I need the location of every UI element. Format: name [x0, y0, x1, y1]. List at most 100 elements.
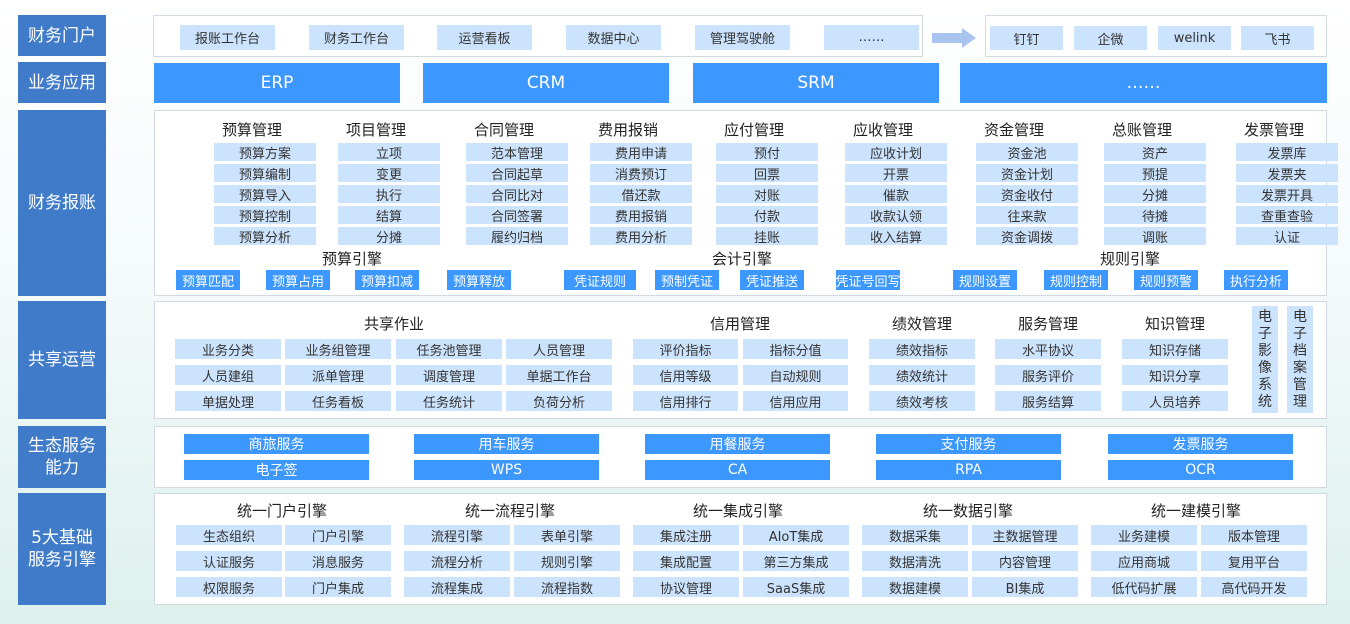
group-item[interactable]: 调度管理 — [396, 365, 502, 385]
group-item[interactable]: 绩效指标 — [869, 339, 975, 359]
module-item[interactable]: 预付 — [716, 143, 818, 162]
engine-item[interactable]: 执行分析 — [1224, 270, 1288, 290]
channel-item[interactable]: 钉钉 — [990, 26, 1063, 50]
app-2[interactable]: SRM — [693, 63, 939, 103]
eco-item[interactable]: OCR — [1108, 460, 1293, 480]
module-item[interactable]: 费用分析 — [590, 227, 692, 246]
group-item[interactable]: 负荷分析 — [506, 391, 612, 411]
engine-item[interactable]: 数据采集 — [862, 525, 968, 545]
engine-item[interactable]: AIoT集成 — [743, 525, 849, 545]
portal-item[interactable]: 数据中心 — [566, 25, 661, 50]
group-item[interactable]: 自动规则 — [743, 365, 848, 385]
module-item[interactable]: 分摊 — [338, 227, 440, 246]
engine-item[interactable]: 预算占用 — [266, 270, 330, 290]
group-item[interactable]: 人员建组 — [175, 365, 281, 385]
engine-item[interactable]: 集成注册 — [633, 525, 739, 545]
module-item[interactable]: 发票夹 — [1236, 164, 1338, 183]
module-item[interactable]: 分摊 — [1104, 185, 1206, 204]
module-item[interactable]: 对账 — [716, 185, 818, 204]
module-item[interactable]: 费用申请 — [590, 143, 692, 162]
module-item[interactable]: 待摊 — [1104, 206, 1206, 225]
module-item[interactable]: 结算 — [338, 206, 440, 225]
engine-item[interactable]: 权限服务 — [176, 577, 282, 597]
group-item[interactable]: 评价指标 — [633, 339, 738, 359]
group-item[interactable]: 绩效统计 — [869, 365, 975, 385]
module-item[interactable]: 合同比对 — [466, 185, 568, 204]
engine-item[interactable]: SaaS集成 — [743, 577, 849, 597]
engine-item[interactable]: 高代码开发 — [1201, 577, 1307, 597]
module-item[interactable]: 挂账 — [716, 227, 818, 246]
module-item[interactable]: 收入结算 — [845, 227, 947, 246]
group-item[interactable]: 信用排行 — [633, 391, 738, 411]
engine-item[interactable]: 规则引擎 — [514, 551, 620, 571]
engine-item[interactable]: 凭证号回写 — [836, 270, 901, 290]
portal-item[interactable]: …… — [824, 25, 919, 50]
engine-item[interactable]: BI集成 — [972, 577, 1078, 597]
engine-item[interactable]: 流程集成 — [404, 577, 510, 597]
group-item[interactable]: 知识存储 — [1122, 339, 1228, 359]
module-item[interactable]: 查重查验 — [1236, 206, 1338, 225]
module-item[interactable]: 借还款 — [590, 185, 692, 204]
engine-item[interactable]: 流程指数 — [514, 577, 620, 597]
engine-item[interactable]: 第三方集成 — [743, 551, 849, 571]
module-item[interactable]: 资产 — [1104, 143, 1206, 162]
engine-item[interactable]: 门户集成 — [285, 577, 391, 597]
module-item[interactable]: 范本管理 — [466, 143, 568, 162]
eco-item[interactable]: 支付服务 — [876, 434, 1061, 454]
eco-item[interactable]: 发票服务 — [1108, 434, 1293, 454]
group-item[interactable]: 信用等级 — [633, 365, 738, 385]
group-item[interactable]: 人员管理 — [506, 339, 612, 359]
module-item[interactable]: 执行 — [338, 185, 440, 204]
group-item[interactable]: 派单管理 — [285, 365, 391, 385]
engine-item[interactable]: 流程引擎 — [404, 525, 510, 545]
portal-item[interactable]: 管理驾驶舱 — [695, 25, 790, 50]
engine-item[interactable]: 流程分析 — [404, 551, 510, 571]
module-item[interactable]: 往来款 — [976, 206, 1078, 225]
app-0[interactable]: ERP — [154, 63, 400, 103]
module-item[interactable]: 付款 — [716, 206, 818, 225]
group-item[interactable]: 指标分值 — [743, 339, 848, 359]
engine-item[interactable]: 预算匹配 — [176, 270, 240, 290]
engine-item[interactable]: 预算扣减 — [355, 270, 419, 290]
group-item[interactable]: 服务评价 — [995, 365, 1101, 385]
group-item[interactable]: 信用应用 — [743, 391, 848, 411]
module-item[interactable]: 预算控制 — [214, 206, 316, 225]
app-1[interactable]: CRM — [423, 63, 669, 103]
module-item[interactable]: 履约归档 — [466, 227, 568, 246]
module-item[interactable]: 资金收付 — [976, 185, 1078, 204]
engine-item[interactable]: 规则控制 — [1044, 270, 1108, 290]
group-item[interactable]: 单据工作台 — [506, 365, 612, 385]
eco-item[interactable]: 用车服务 — [414, 434, 599, 454]
module-item[interactable]: 发票开具 — [1236, 185, 1338, 204]
portal-item[interactable]: 财务工作台 — [309, 25, 404, 50]
engine-item[interactable]: 凭证规则 — [564, 270, 636, 290]
portal-item[interactable]: 运营看板 — [437, 25, 532, 50]
group-item[interactable]: 业务组管理 — [285, 339, 391, 359]
group-item[interactable]: 服务结算 — [995, 391, 1101, 411]
engine-item[interactable]: 数据建模 — [862, 577, 968, 597]
module-item[interactable]: 消费预订 — [590, 164, 692, 183]
group-item[interactable]: 人员培养 — [1122, 391, 1228, 411]
engine-item[interactable]: 集成配置 — [633, 551, 739, 571]
engine-item[interactable]: 凭证推送 — [740, 270, 804, 290]
module-item[interactable]: 预算分析 — [214, 227, 316, 246]
engine-item[interactable]: 主数据管理 — [972, 525, 1078, 545]
module-item[interactable]: 调账 — [1104, 227, 1206, 246]
module-item[interactable]: 立项 — [338, 143, 440, 162]
engine-item[interactable]: 认证服务 — [176, 551, 282, 571]
channel-item[interactable]: welink — [1158, 26, 1231, 50]
eco-item[interactable]: 用餐服务 — [645, 434, 830, 454]
eco-item[interactable]: 电子签 — [184, 460, 369, 480]
module-item[interactable]: 发票库 — [1236, 143, 1338, 162]
engine-item[interactable]: 数据清洗 — [862, 551, 968, 571]
group-item[interactable]: 单据处理 — [175, 391, 281, 411]
module-item[interactable]: 认证 — [1236, 227, 1338, 246]
group-item[interactable]: 任务统计 — [396, 391, 502, 411]
engine-item[interactable]: 规则预警 — [1134, 270, 1198, 290]
channel-item[interactable]: 飞书 — [1241, 26, 1314, 50]
eco-item[interactable]: RPA — [876, 460, 1061, 480]
engine-item[interactable]: 预制凭证 — [655, 270, 719, 290]
group-item[interactable]: 知识分享 — [1122, 365, 1228, 385]
module-item[interactable]: 回票 — [716, 164, 818, 183]
engine-item[interactable]: 低代码扩展 — [1091, 577, 1197, 597]
